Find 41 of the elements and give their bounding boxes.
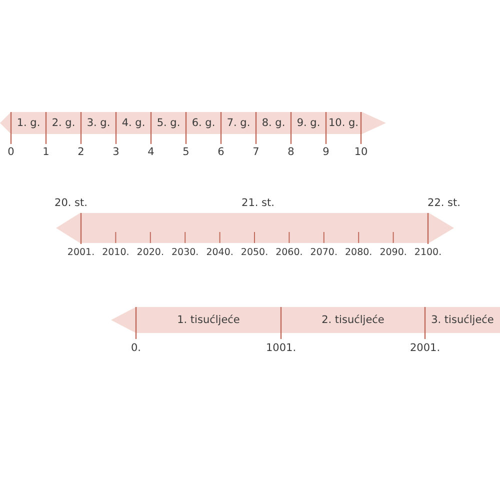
axis-label: 10: [354, 146, 368, 158]
axis-label: 0: [8, 146, 14, 158]
period-label: 1. tisućljeće: [177, 314, 240, 326]
axis-label: 2001.: [410, 342, 440, 354]
axis-label: 2: [78, 146, 84, 158]
period-label: 1. g.: [16, 117, 40, 129]
axis-label: 7: [252, 146, 260, 158]
axis-label: 21. st.: [242, 197, 274, 209]
axis-label: 2020.: [136, 247, 164, 258]
axis-label: 6: [218, 146, 224, 158]
period-label: 2. tisućljeće: [322, 314, 384, 326]
period-label: 9. g.: [296, 117, 320, 129]
axis-label: 2050.: [240, 247, 268, 258]
axis-label: 5: [182, 146, 190, 158]
period-label: 2. g.: [52, 117, 76, 129]
axis-label: 20. st.: [54, 197, 88, 209]
axis-label: 2010.: [102, 247, 130, 258]
axis-label: 4: [148, 146, 154, 158]
period-label: 8. g.: [262, 117, 286, 129]
period-label: 4. g.: [122, 117, 146, 129]
axis-label: 2040.: [206, 247, 234, 258]
axis-label: 2060.: [276, 247, 303, 258]
axis-label: 2080.: [345, 247, 372, 258]
axis-label: 2070.: [310, 247, 338, 258]
axis-label: 0.: [130, 342, 142, 354]
period-label: 10. g.: [328, 117, 359, 129]
period-label: 3. g.: [86, 117, 110, 129]
axis-label: 1001.: [266, 342, 296, 354]
axis-label: 2090.: [380, 247, 407, 258]
axis-label: 9: [322, 146, 330, 158]
axis-label: 8: [288, 146, 294, 158]
period-label: 6. g.: [192, 117, 216, 129]
axis-label: 22. st.: [428, 197, 460, 209]
axis-label: 1: [42, 146, 50, 158]
axis-label: 2100.: [414, 247, 442, 258]
period-label: 7. g.: [226, 117, 250, 129]
axis-label: 2001.: [67, 247, 95, 258]
axis-label: 2030.: [172, 247, 199, 258]
period-label: 5. g.: [156, 117, 180, 129]
axis-label: 3: [112, 146, 120, 158]
period-label: 3. tisućljeće: [431, 314, 494, 326]
